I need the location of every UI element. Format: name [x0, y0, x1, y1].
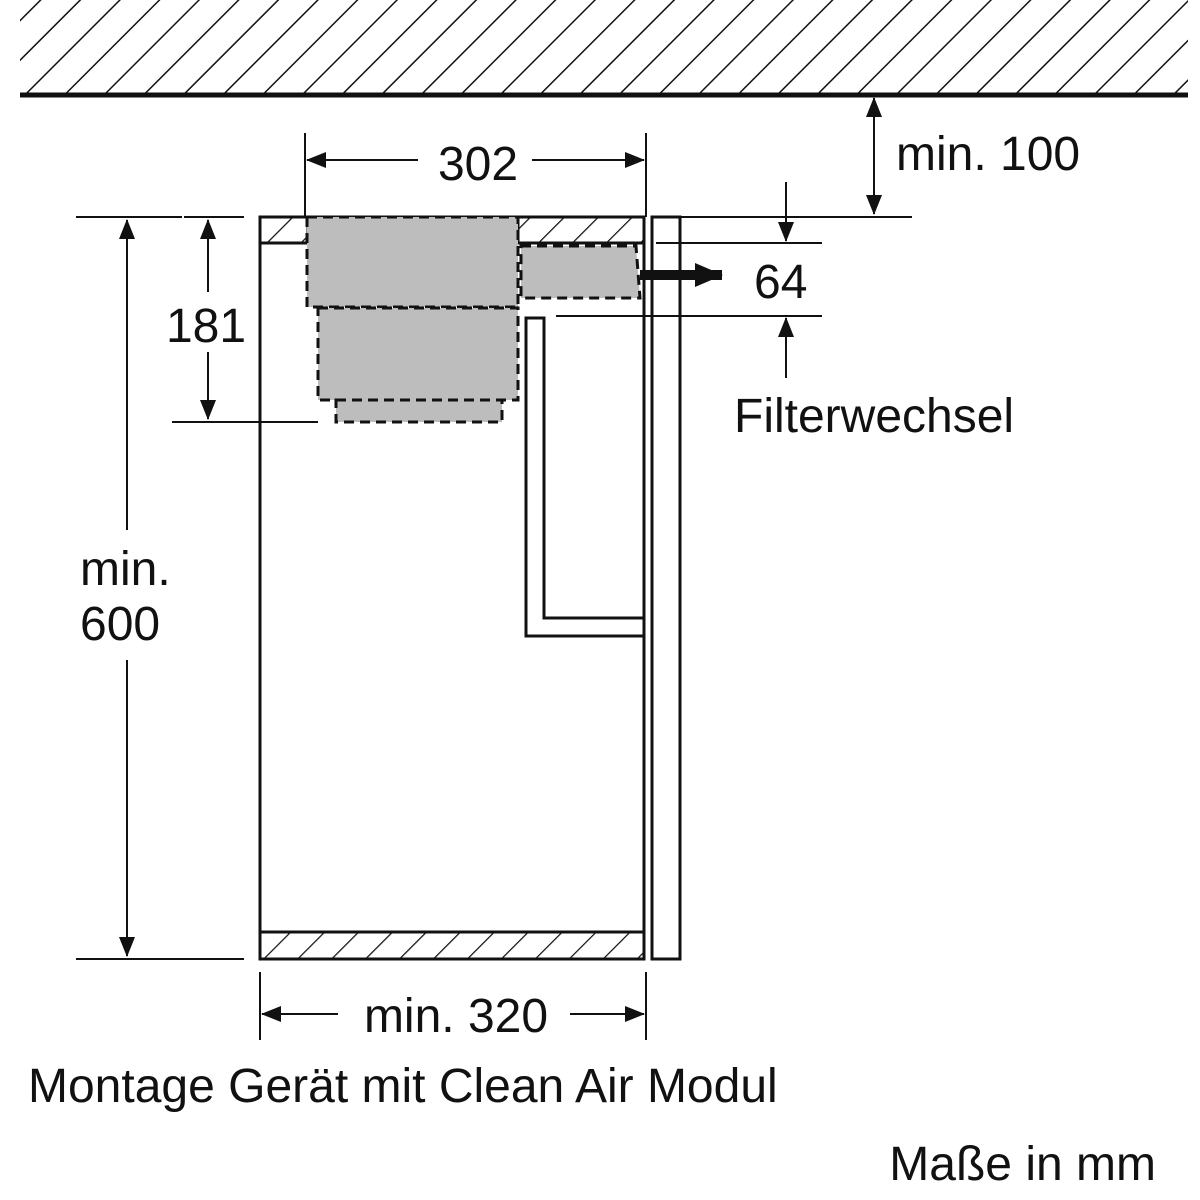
dimension-cabinet-width: min. 320 [259, 972, 647, 1043]
cabinet-top-shelf-left [258, 215, 310, 245]
dimension-filter-clearance-label: 64 [754, 256, 807, 309]
dimension-302-label: 302 [438, 138, 518, 191]
dimension-302: 302 [304, 133, 647, 217]
dimension-cabinet-height-label-line1: min. [80, 543, 171, 596]
dimension-ceiling-gap-label: min. 100 [896, 128, 1080, 181]
ceiling-hatch [20, 0, 1188, 94]
module-top-block [305, 215, 520, 309]
module-body [316, 306, 520, 402]
cabinet-top-shelf-right [516, 215, 646, 245]
drawing-caption: Montage Gerät mit Clean Air Modul [28, 1060, 778, 1113]
inner-partition [524, 316, 646, 638]
cabinet-door [650, 215, 682, 961]
clean-air-module [305, 215, 642, 424]
dimension-181: 181 [166, 216, 318, 423]
dimension-cabinet-height-label-line2: 600 [80, 598, 160, 651]
ceiling [20, 0, 1188, 98]
cabinet-bottom-shelf [258, 930, 646, 961]
dimension-181-label: 181 [166, 300, 246, 353]
units-note: Maße in mm [889, 1138, 1156, 1191]
dimension-cabinet-height: min. 600 [76, 216, 244, 960]
dimension-cabinet-width-label: min. 320 [364, 990, 548, 1043]
filter-change-label: Filterwechsel [734, 390, 1014, 443]
module-filter [334, 398, 504, 424]
module-outlet-duct [519, 244, 642, 300]
dimension-filter-clearance: 64 Filterwechsel [556, 182, 1014, 443]
dimension-ceiling-gap: min. 100 [656, 97, 1080, 218]
